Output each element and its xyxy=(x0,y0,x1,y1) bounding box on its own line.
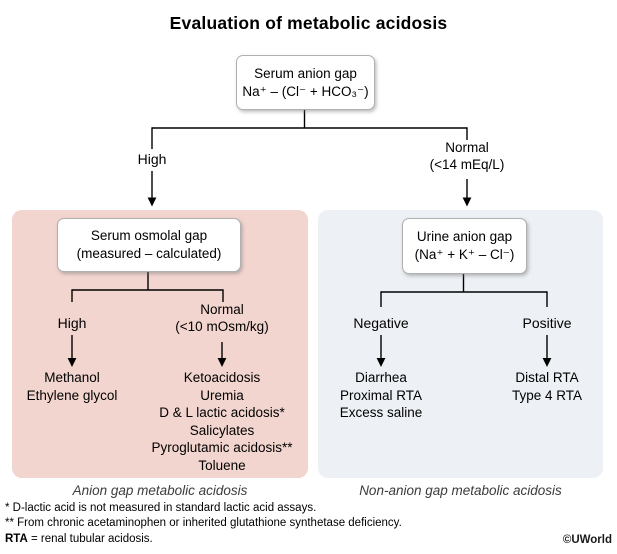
arrow-normal-icon xyxy=(462,197,472,207)
urine-anion-gap-formula: (Na⁺ + K⁺ – Cl⁻) xyxy=(414,247,515,262)
anion-gap-caption: Anion gap metabolic acidosis xyxy=(72,483,248,498)
osmolal-normal-list: Ketoacidosis Uremia D & L lactic acidosi… xyxy=(136,369,308,474)
serum-anion-gap-box: Serum anion gap Na⁺ – (Cl⁻ + HCO₃⁻) xyxy=(236,55,375,110)
list-item: Ketoacidosis xyxy=(183,370,261,385)
list-item: Ethylene glycol xyxy=(26,387,118,403)
footnote-rta-text: = renal tubular acidosis. xyxy=(27,532,153,545)
serum-osmolal-gap-box: Serum osmolal gap (measured – calculated… xyxy=(57,218,241,272)
urine-negative-list: Diarrhea Proximal RTA Excess saline xyxy=(311,369,451,422)
list-item: Diarrhea xyxy=(355,370,407,385)
urine-anion-gap-title: Urine anion gap xyxy=(416,229,513,244)
list-item: Pyroglutamic acidosis** xyxy=(151,440,293,455)
osmolal-normal-label-line2: (<10 mOsm/kg) xyxy=(175,319,269,334)
list-item: Proximal RTA xyxy=(339,387,422,403)
list-item: Toluene xyxy=(198,457,246,473)
branch-normal-label-line2: (<14 mEq/L) xyxy=(429,157,505,172)
list-item: Distal RTA xyxy=(515,370,579,385)
footnotes: * D-lactic acid is not measured in stand… xyxy=(5,501,402,547)
serum-osmolal-gap-title: Serum osmolal gap xyxy=(90,228,208,243)
footnote-rta: RTA = renal tubular acidosis. xyxy=(5,532,402,547)
list-item: Excess saline xyxy=(339,405,423,420)
osmolal-high-label: High xyxy=(57,315,87,331)
non-anion-gap-caption: Non-anion gap metabolic acidosis xyxy=(359,483,562,498)
serum-anion-gap-formula: Na⁺ – (Cl⁻ + HCO₃⁻) xyxy=(242,83,369,99)
list-item: Uremia xyxy=(200,387,244,403)
branch-normal-label-line1: Normal xyxy=(445,140,489,155)
list-item: Type 4 RTA xyxy=(511,387,583,403)
urine-anion-gap-box: Urine anion gap (Na⁺ + K⁺ – Cl⁻) xyxy=(402,218,527,274)
osmolal-normal-label-line1: Normal xyxy=(200,302,244,317)
footnote-pyroglutamic: ** From chronic acetaminophen or inherit… xyxy=(5,517,402,530)
page-title: Evaluation of metabolic acidosis xyxy=(169,13,448,33)
list-item: Methanol xyxy=(44,370,100,385)
urine-positive-list: Distal RTA Type 4 RTA xyxy=(477,369,617,404)
branch-normal-label: Normal (<14 mEq/L) xyxy=(414,139,520,173)
list-item: Salicylates xyxy=(189,422,255,438)
uworld-credit: ©UWorld xyxy=(562,534,612,546)
urine-positive-label: Positive xyxy=(522,315,572,331)
osmolal-normal-label: Normal (<10 mOsm/kg) xyxy=(147,301,297,335)
branch-high-label: High xyxy=(137,151,167,167)
list-item: D & L lactic acidosis* xyxy=(159,405,285,420)
serum-anion-gap-title: Serum anion gap xyxy=(254,65,357,81)
arrow-high-icon xyxy=(147,197,157,207)
footnote-rta-term: RTA xyxy=(5,532,28,545)
serum-osmolal-gap-formula: (measured – calculated) xyxy=(76,246,222,261)
footnote-dlactic: * D-lactic acid is not measured in stand… xyxy=(5,502,317,514)
osmolal-high-list: Methanol Ethylene glycol xyxy=(2,369,142,404)
urine-negative-label: Negative xyxy=(353,315,409,331)
